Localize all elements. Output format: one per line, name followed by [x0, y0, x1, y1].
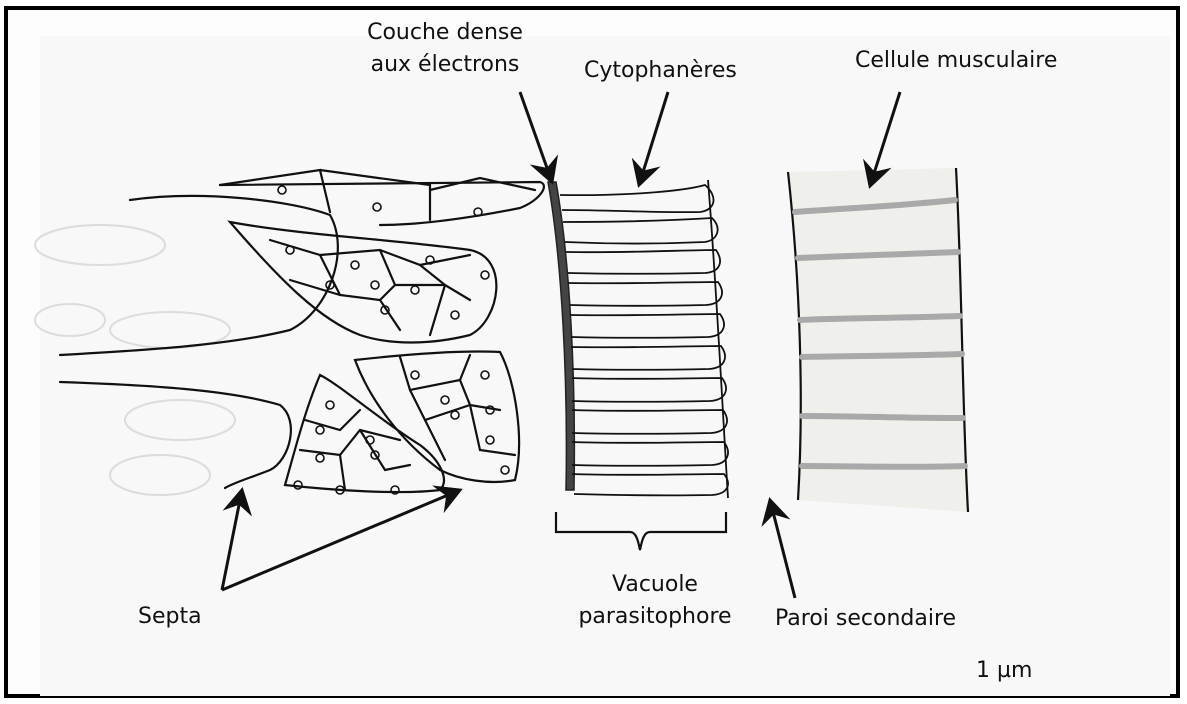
septa-structure [60, 170, 544, 492]
label-couche-dense-line1: Couche dense [325, 20, 565, 46]
arrow-cytophaneres [639, 92, 668, 185]
scale-label: 1 µm [976, 658, 1032, 684]
label-arrows [222, 92, 900, 598]
label-paroi-secondaire: Paroi secondaire [775, 606, 956, 632]
label-couche-dense: Couche dense aux électrons [325, 20, 565, 78]
label-septa: Septa [138, 604, 202, 630]
arrow-couche-dense [520, 92, 552, 182]
arrow-septa-left [222, 490, 242, 590]
label-couche-dense-line2: aux électrons [325, 52, 565, 78]
label-vacuole: Vacuole parasitophore [545, 572, 765, 630]
cytophaneres [560, 180, 728, 498]
label-vacuole-line1: Vacuole [545, 572, 765, 598]
electron-dense-layer [548, 182, 574, 490]
vacuole-brace [556, 512, 726, 550]
arrow-septa-right [222, 490, 460, 590]
faint-host-cells [35, 225, 235, 495]
muscle-cell [788, 168, 968, 512]
label-vacuole-line2: parasitophore [545, 604, 765, 630]
label-cytophaneres: Cytophanères [584, 58, 737, 84]
label-cellule-musculaire: Cellule musculaire [855, 48, 1057, 74]
arrow-paroi-secondaire [770, 500, 795, 598]
